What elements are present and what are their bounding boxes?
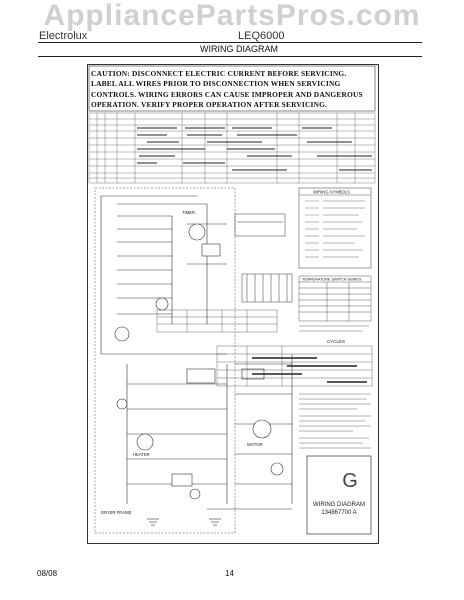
- motor-symbol: [188, 223, 206, 241]
- legend-title: WIRING SYMBOLS: [313, 190, 350, 195]
- ground-symbols: [147, 518, 221, 526]
- drive-motor-symbol: [252, 419, 272, 439]
- header-rule: [38, 42, 422, 43]
- dryer-frame-label: DRYER FRAME: [101, 510, 132, 515]
- schematic-components: [114, 223, 284, 500]
- page-title: WIRING DIAGRAM: [200, 44, 278, 54]
- diagram-id-box: [306, 455, 372, 535]
- caution-box: [88, 65, 376, 112]
- notes-block: [299, 325, 371, 449]
- diagram-part-number: 134867700 A: [321, 510, 356, 516]
- temperature-table-title: TEMPERATURE SWITCH SERIES: [302, 278, 362, 282]
- heater-label: HEATER: [133, 452, 150, 457]
- header-brand: Electrolux: [39, 30, 88, 42]
- heater-symbol: [136, 433, 154, 451]
- header-model: LEQ6000: [238, 30, 285, 42]
- centrifugal-switch-symbol: [270, 462, 284, 476]
- diagram-caption: WIRING DIAGRAM: [313, 502, 365, 508]
- footer-date: 08/08: [37, 569, 58, 578]
- timer-cycle-chart: [88, 112, 376, 184]
- terminal-block-symbol: [186, 368, 216, 384]
- control-module-symbol: [201, 243, 221, 257]
- caution-notice: CAUTION: DISCONNECT ELECTRIC CURRENT BEF…: [91, 69, 363, 110]
- watermark: AppliancePartsPros.com: [43, 0, 421, 32]
- wiring-symbols-legend: [298, 187, 372, 269]
- thermistor-symbol: [114, 326, 130, 342]
- schematic-wires: [100, 195, 293, 510]
- control-connector: [234, 213, 293, 303]
- wiring-diagram-frame: [87, 64, 379, 544]
- page-number: 14: [225, 569, 234, 578]
- cycles-bars: [252, 357, 367, 383]
- schematic-outline: [94, 187, 236, 534]
- temperature-switch-table: [298, 275, 372, 322]
- title-rule: [38, 56, 422, 57]
- switch-symbol: [155, 297, 169, 311]
- motor-label: MOTOR: [247, 442, 263, 447]
- cycles-table: [216, 345, 373, 387]
- door-switch-symbol: [116, 398, 128, 410]
- wiring-diagram: CYCLES WIRING SYMBOLS: [88, 65, 376, 535]
- timer-label: TIMER: [182, 210, 195, 215]
- cycles-label: CYCLES: [327, 339, 345, 344]
- limit-thermostat-symbol: [171, 473, 193, 487]
- wiring-table: [156, 309, 278, 333]
- diagram-letter: G: [342, 470, 358, 492]
- timer-cycle-bars: [137, 127, 372, 171]
- drum-light-symbol: [189, 488, 201, 500]
